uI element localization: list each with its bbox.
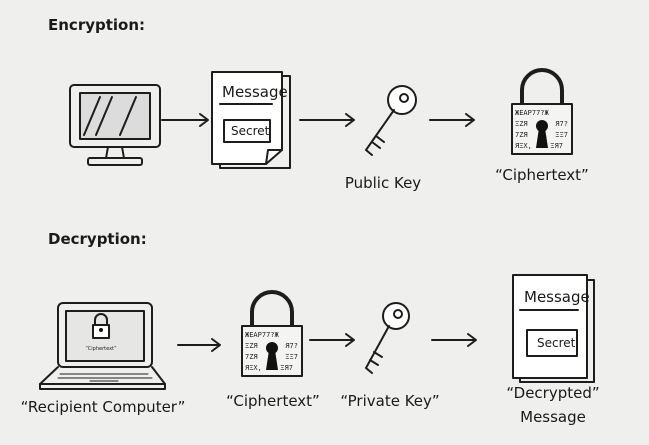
lock-icon: ЖEAP77?Ж ΞZЯ Я7? 7ZЯ ΞΞ7 ЯΞX, ΞЯ7: [241, 290, 303, 377]
private-key-label: “Private Key”: [340, 392, 440, 410]
message-title: Message: [524, 288, 590, 306]
decrypted-label-line2: Message: [520, 408, 586, 426]
decrypted-label-line1: “Decrypted”: [506, 384, 600, 402]
ciphertext-label: “Ciphertext”: [226, 392, 320, 410]
laptop-screen-text: “Ciphertext”: [85, 346, 117, 352]
cipher-row: ЖEAP77?Ж: [515, 109, 550, 117]
key-icon: [365, 302, 410, 374]
public-key-label: Public Key: [344, 174, 422, 192]
cipher-row: ЖEAP77?Ж: [245, 331, 280, 339]
arrow-icon: [161, 113, 209, 127]
laptop-icon: [39, 302, 166, 390]
decryption-heading: Decryption:: [48, 230, 147, 248]
lock-icon: ЖEAP77?Ж ΞZЯ Я7? 7ZЯ ΞΞ7 ЯΞX, ΞЯ7: [511, 68, 573, 155]
cipher-row: ЯΞX, ΞЯ7: [515, 142, 563, 150]
arrow-icon: [299, 113, 355, 127]
keyhole-icon: [266, 342, 278, 370]
monitor-icon: [69, 84, 161, 166]
recipient-computer-label: “Recipient Computer”: [20, 398, 186, 416]
cipher-row: ЯΞX, ΞЯ7: [245, 364, 293, 372]
cipher-row: ΞZЯ Я7?: [245, 342, 298, 350]
arrow-icon: [309, 333, 355, 347]
arrow-icon: [429, 113, 475, 127]
message-document-icon: [512, 274, 595, 383]
cipher-row: 7ZЯ ΞΞ7: [245, 353, 298, 361]
keyhole-icon: [536, 120, 548, 148]
arrow-icon: [431, 333, 477, 347]
cipher-row: ΞZЯ Я7?: [515, 120, 568, 128]
key-icon: [365, 85, 417, 156]
secret-label: Secret: [537, 336, 576, 350]
encryption-heading: Encryption:: [48, 16, 146, 34]
cipher-row: 7ZЯ ΞΞ7: [515, 131, 568, 139]
message-document-icon: [211, 71, 291, 169]
message-title: Message: [222, 83, 288, 101]
ciphertext-label: “Ciphertext”: [495, 166, 589, 184]
arrow-icon: [177, 338, 221, 352]
secret-label: Secret: [231, 124, 270, 138]
